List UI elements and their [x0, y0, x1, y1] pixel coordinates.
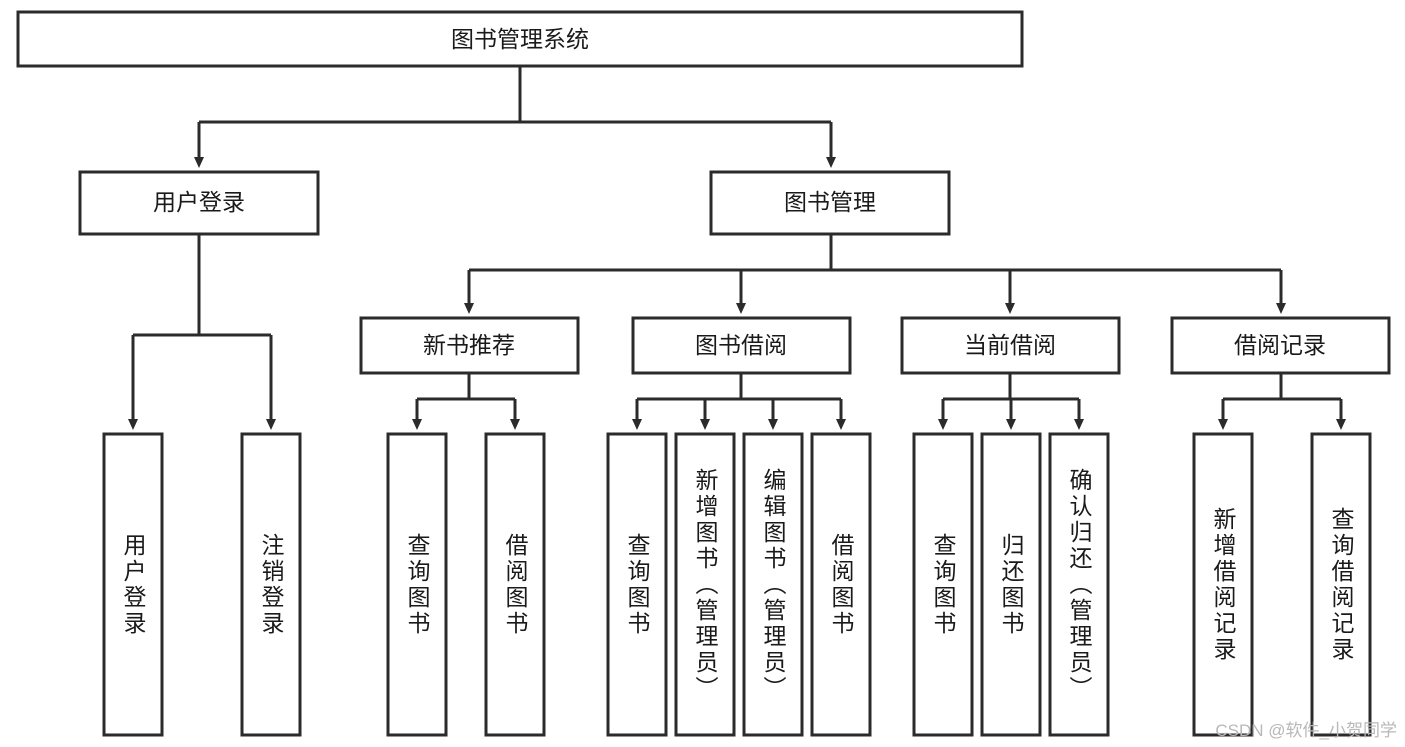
- node-leaf-user-login-label: 用户登录: [120, 532, 146, 637]
- node-leaf-user-logout[interactable]: 注销登录: [240, 432, 302, 737]
- connector-newbook-to-leaves: [412, 373, 520, 430]
- node-current-borrow[interactable]: 当前借阅: [900, 316, 1121, 375]
- node-leaf-edit-book-admin[interactable]: 编辑图书（管理员）: [742, 432, 804, 737]
- node-leaf-query-borrow-record-label: 查询借阅记录: [1328, 506, 1354, 663]
- node-leaf-query-book-2-label: 查询图书: [624, 532, 650, 637]
- connector-bookborrow-to-leaves: [632, 373, 846, 430]
- node-leaf-query-book-1[interactable]: 查询图书: [386, 432, 448, 737]
- node-leaf-borrow-book-1-label: 借阅图书: [502, 532, 528, 637]
- connector-borrowrecord-to-leaves: [1218, 373, 1346, 430]
- node-leaf-query-book-2[interactable]: 查询图书: [606, 432, 668, 737]
- node-leaf-user-logout-label: 注销登录: [258, 532, 284, 637]
- node-leaf-borrow-book-2[interactable]: 借阅图书: [810, 432, 872, 737]
- node-book-manage[interactable]: 图书管理: [709, 170, 951, 236]
- node-leaf-query-borrow-record[interactable]: 查询借阅记录: [1310, 432, 1372, 737]
- node-new-book-recommend[interactable]: 新书推荐: [359, 316, 580, 375]
- node-leaf-edit-book-admin-label: 编辑图书（管理员）: [760, 467, 786, 702]
- node-leaf-query-book-3[interactable]: 查询图书: [912, 432, 974, 737]
- node-book-borrow-label: 图书借阅: [695, 332, 787, 358]
- connector-bookmanage-to-level3: [464, 234, 1286, 314]
- node-leaf-query-book-1-label: 查询图书: [404, 532, 430, 637]
- node-borrow-record[interactable]: 借阅记录: [1170, 316, 1391, 375]
- node-borrow-record-label: 借阅记录: [1234, 332, 1326, 358]
- connector-layer: [128, 66, 1346, 430]
- node-new-book-recommend-label: 新书推荐: [423, 332, 515, 358]
- node-leaf-add-borrow-record[interactable]: 新增借阅记录: [1192, 432, 1254, 737]
- node-leaf-query-book-3-label: 查询图书: [930, 532, 956, 637]
- node-book-manage-label: 图书管理: [784, 189, 876, 215]
- node-leaf-add-book-admin[interactable]: 新增图书（管理员）: [674, 432, 736, 737]
- connector-root-to-level2: [194, 66, 836, 168]
- node-root[interactable]: 图书管理系统: [16, 10, 1024, 68]
- node-leaf-add-borrow-record-label: 新增借阅记录: [1210, 506, 1236, 663]
- node-leaf-confirm-return-admin-label: 确认归还（管理员）: [1066, 467, 1092, 702]
- node-current-borrow-label: 当前借阅: [964, 332, 1056, 358]
- connector-currentborrow-to-leaves: [938, 373, 1084, 430]
- node-leaf-return-book[interactable]: 归还图书: [980, 432, 1042, 737]
- node-user-login[interactable]: 用户登录: [78, 170, 320, 236]
- connector-userlogin-to-leaves: [128, 234, 276, 430]
- node-leaf-confirm-return-admin[interactable]: 确认归还（管理员）: [1048, 432, 1110, 737]
- node-book-borrow[interactable]: 图书借阅: [631, 316, 852, 375]
- node-leaf-user-login[interactable]: 用户登录: [102, 432, 164, 737]
- node-leaf-return-book-label: 归还图书: [998, 532, 1024, 637]
- node-leaf-add-book-admin-label: 新增图书（管理员）: [692, 467, 718, 702]
- node-user-login-label: 用户登录: [153, 189, 245, 215]
- node-leaf-borrow-book-2-label: 借阅图书: [828, 532, 854, 637]
- node-root-label: 图书管理系统: [451, 26, 589, 52]
- node-leaf-borrow-book-1[interactable]: 借阅图书: [484, 432, 546, 737]
